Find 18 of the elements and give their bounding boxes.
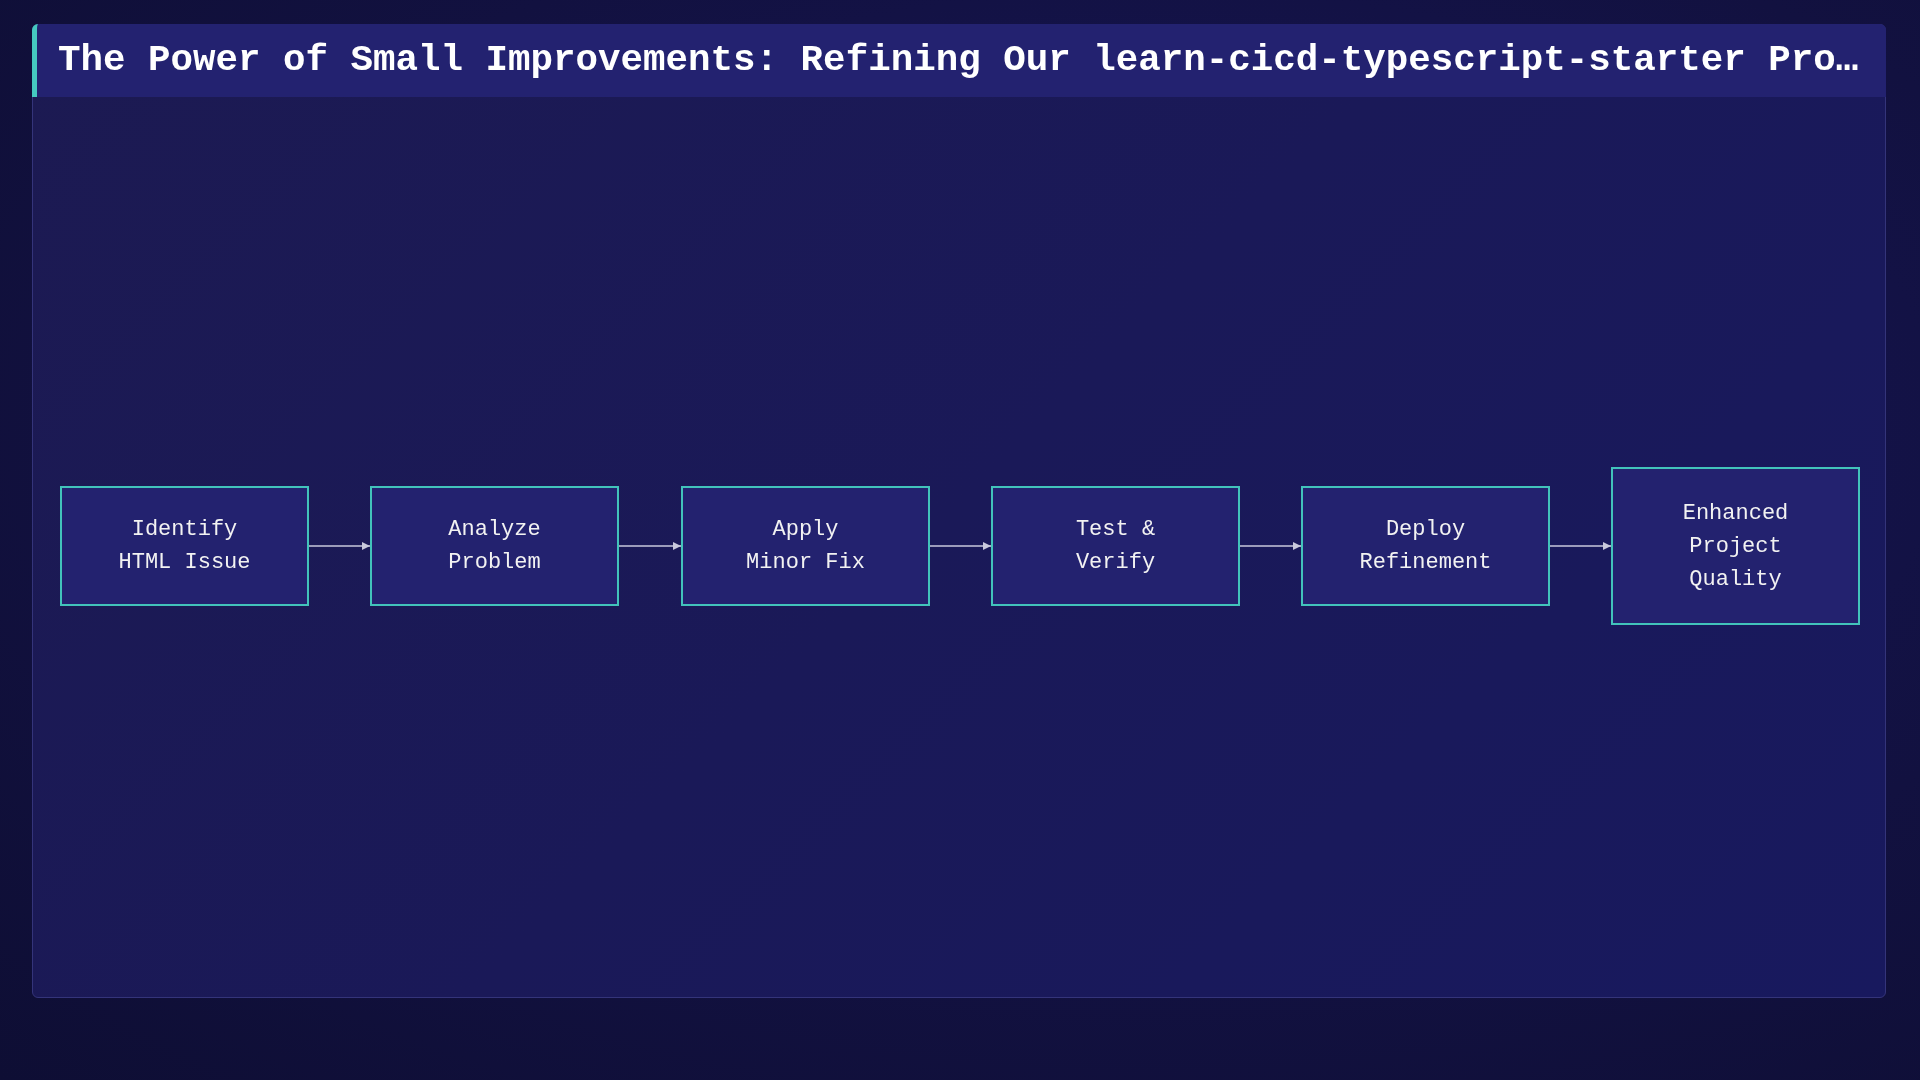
step-label: Test & Verify [1074,516,1157,577]
step-label: Deploy Refinement [1358,516,1493,577]
diagram-title: The Power of Small Improvements: Refining Our learn-cicd-typescript-starter Pro… [58,38,1859,83]
arrow [1549,542,1612,550]
arrow [929,542,992,550]
arrow [618,542,682,550]
process-box [681,486,930,606]
step-label: Apply Minor Fix [745,516,866,577]
process-box [1611,467,1860,625]
arrow [308,542,371,550]
arrow [1239,542,1302,550]
step-label: Analyze Problem [447,516,542,577]
step-label: Identify HTML Issue [117,516,252,577]
process-box [60,486,309,606]
process-box [1301,486,1550,606]
process-box [991,486,1240,606]
step-label: Enhanced Project Quality [1681,499,1790,594]
process-box [370,486,619,606]
